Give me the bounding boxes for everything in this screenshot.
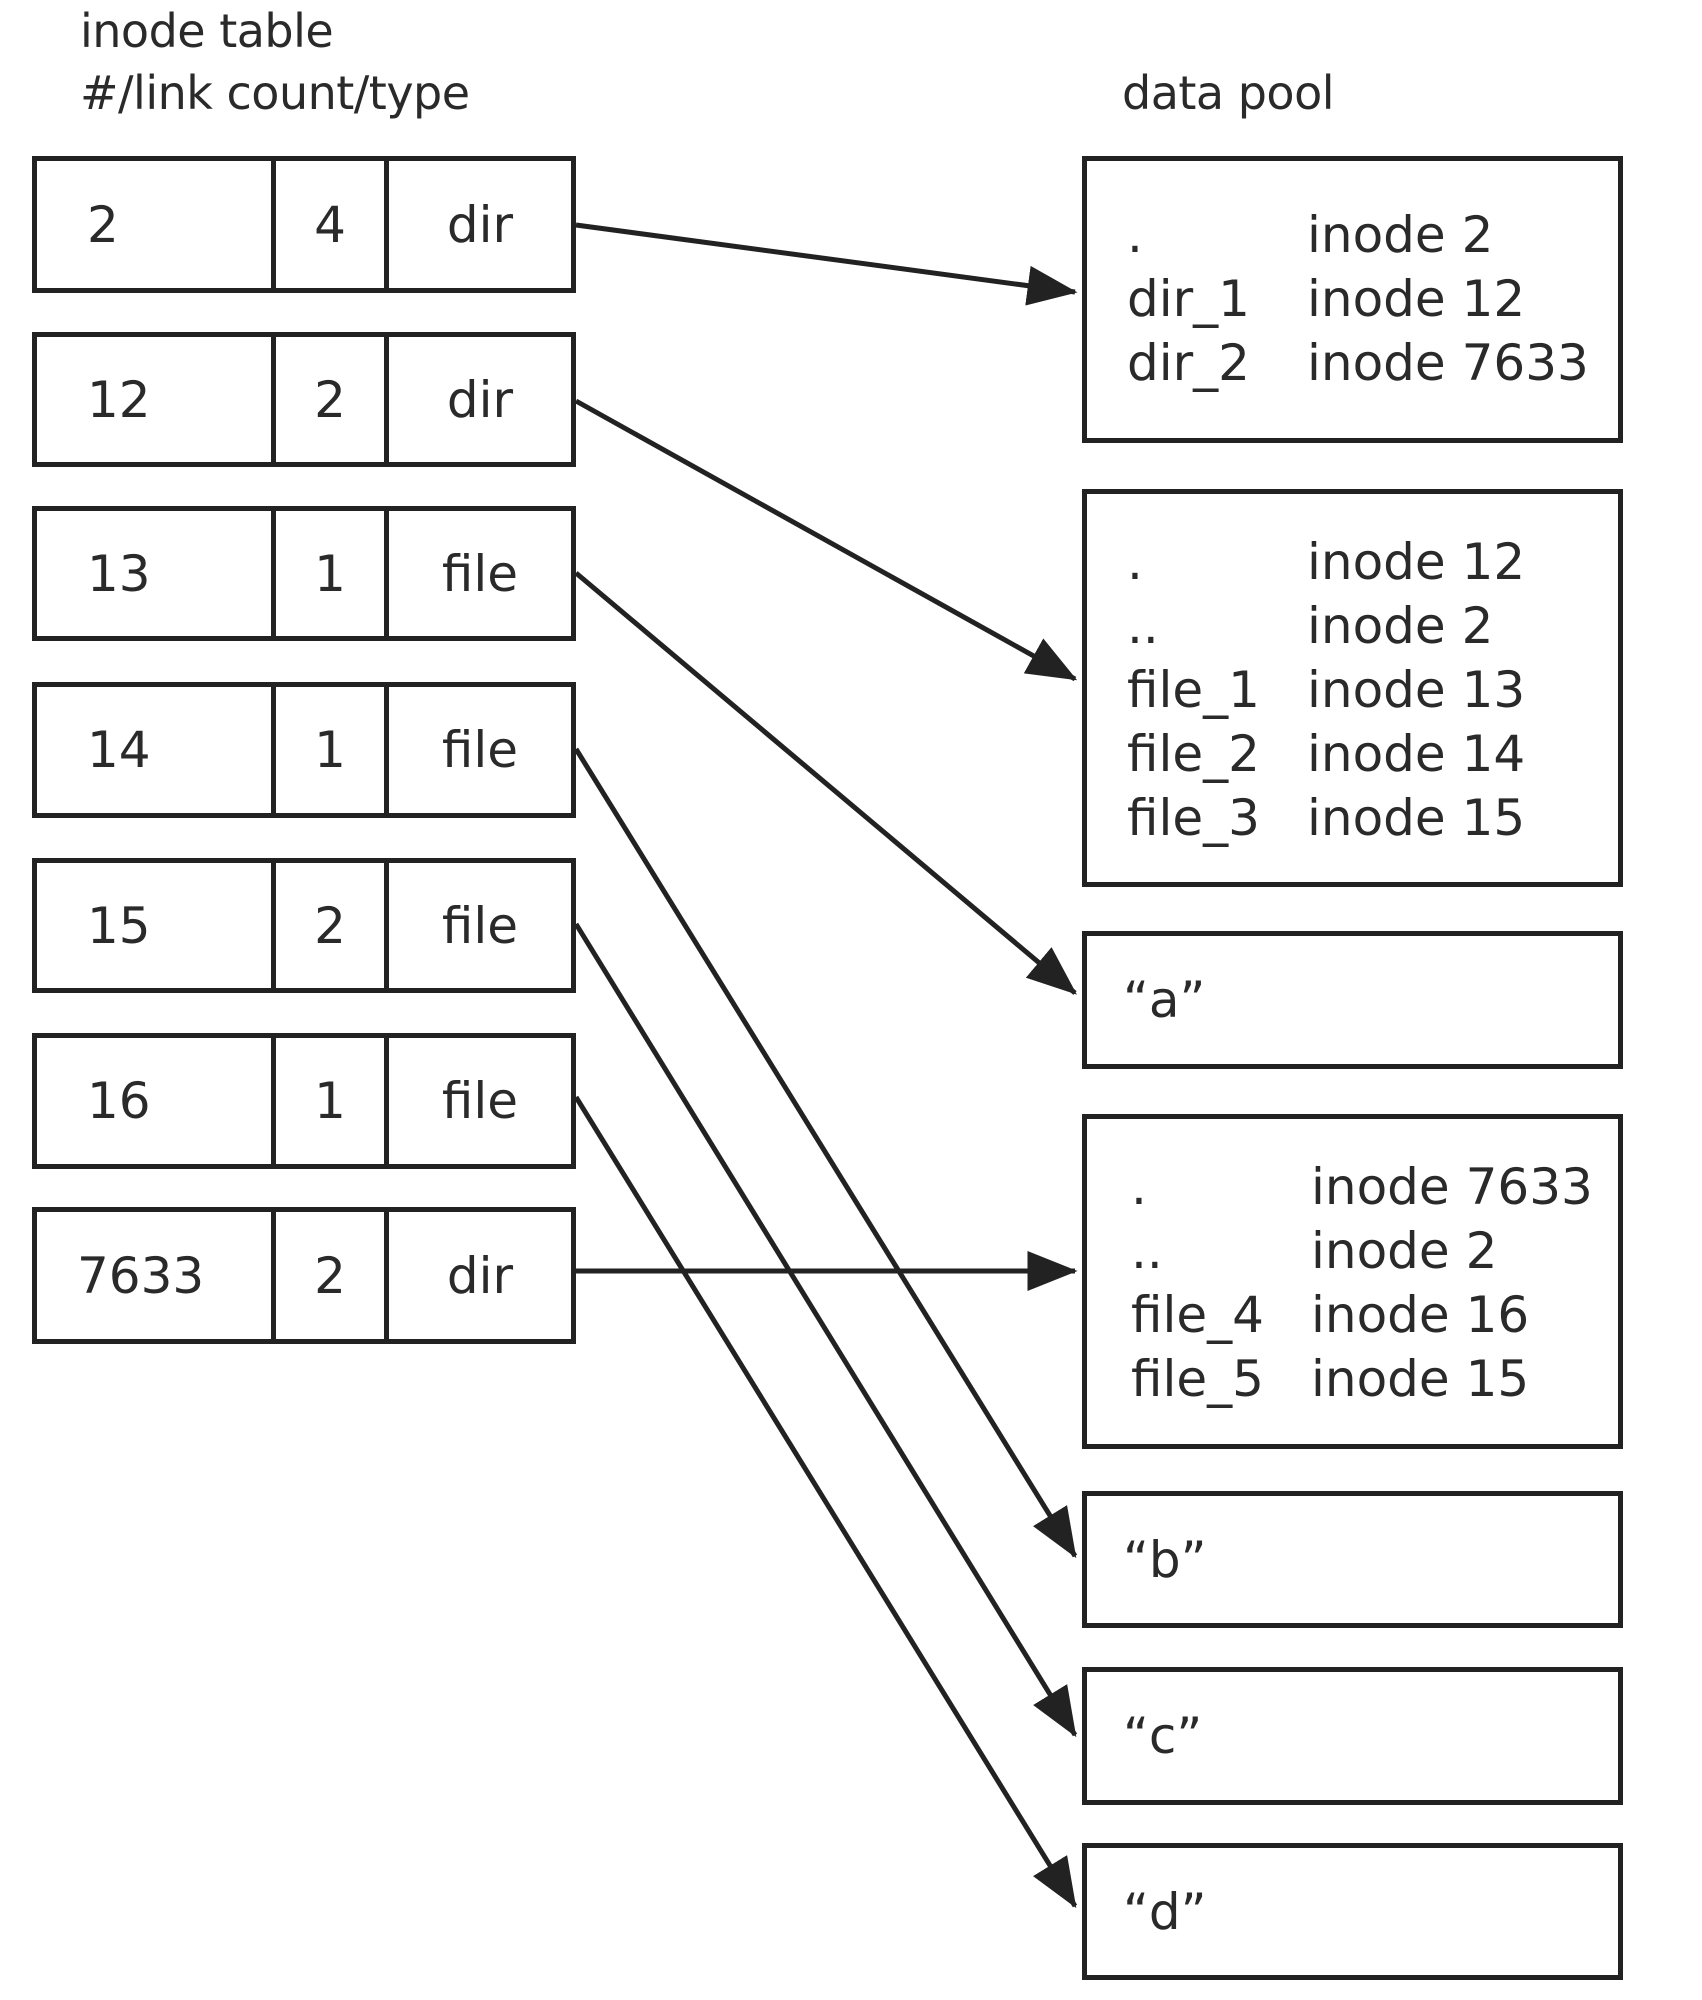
link-count: 1	[276, 511, 389, 636]
data-block-dir: . inode 12 .. inode 2 file_1 inode 13 file_…	[1082, 489, 1623, 887]
data-block-dir: . inode 7633 .. inode 2 file_4 inode 16 fil…	[1082, 1114, 1623, 1449]
link-arrow	[575, 222, 1078, 306]
data-block-file: “a”	[1082, 931, 1623, 1069]
entry-inode: inode 2	[1307, 597, 1494, 655]
link-count: 2	[276, 863, 389, 988]
entry-inode: inode 13	[1307, 661, 1526, 719]
entry-name: file_3	[1127, 789, 1260, 847]
inode-row: 12 2 dir	[32, 332, 576, 467]
entry-inode: inode 12	[1307, 533, 1526, 591]
entry-inode: inode 15	[1311, 1350, 1530, 1408]
entry-name: ..	[1131, 1222, 1163, 1280]
inode-type: dir	[446, 370, 514, 429]
link-arrow	[573, 922, 1078, 1738]
inode-row: 14 1 file	[32, 682, 576, 818]
entry-inode: inode 12	[1307, 270, 1526, 328]
inode-number: 13	[37, 511, 276, 636]
inode-number: 12	[37, 337, 276, 462]
link-count: 2	[276, 1212, 389, 1339]
entry-inode: inode 2	[1311, 1222, 1498, 1280]
file-content: “c”	[1123, 1707, 1203, 1765]
link-arrow	[574, 571, 1077, 995]
file-content: “d”	[1123, 1882, 1207, 1941]
entry-name: .	[1127, 206, 1143, 264]
link-count: 1	[276, 1038, 389, 1164]
entry-inode: inode 15	[1307, 789, 1526, 847]
entry-inode: inode 16	[1311, 1286, 1530, 1344]
link-count: 4	[276, 161, 389, 288]
entry-name: .	[1127, 533, 1143, 591]
inode-row: 15 2 file	[32, 858, 576, 993]
entry-inode: inode 7633	[1307, 334, 1589, 392]
inode-number: 14	[37, 687, 276, 813]
inode-row: 13 1 file	[32, 506, 576, 641]
inode-number: 2	[37, 161, 276, 288]
inode-number: 16	[37, 1038, 276, 1164]
inode-table-subtitle: #/link count/type	[80, 66, 470, 120]
link-arrow	[573, 747, 1078, 1559]
data-block-dir: . inode 2 dir_1 inode 12 dir_2 inode 7633	[1082, 156, 1623, 443]
inode-row: 16 1 file	[32, 1033, 576, 1169]
entry-inode: inode 2	[1307, 206, 1494, 264]
entry-name: file_5	[1131, 1350, 1264, 1408]
file-content: “a”	[1123, 971, 1206, 1029]
inode-row: 7633 2 dir	[32, 1207, 576, 1344]
inode-type: dir	[446, 1246, 514, 1305]
data-block-file: “d”	[1082, 1843, 1623, 1980]
inode-row: 2 4 dir	[32, 156, 576, 293]
dir-entries: . inode 2 dir_1 inode 12 dir_2 inode 7633	[1127, 203, 1589, 395]
entry-name: .	[1131, 1158, 1147, 1216]
link-count: 1	[276, 687, 389, 813]
inode-number: 7633	[37, 1212, 276, 1339]
entry-name: ..	[1127, 597, 1159, 655]
dir-entries: . inode 7633 .. inode 2 file_4 inode 16 fil…	[1131, 1155, 1593, 1411]
entry-name: file_1	[1127, 661, 1260, 719]
link-count: 2	[276, 337, 389, 462]
dir-entries: . inode 12 .. inode 2 file_1 inode 13 file_…	[1127, 530, 1525, 850]
link-arrow	[574, 398, 1078, 682]
inode-type: file	[441, 1072, 519, 1130]
inode-number: 15	[37, 863, 276, 988]
inode-type: file	[441, 544, 519, 603]
entry-name: dir_2	[1127, 334, 1250, 392]
entry-name: file_4	[1131, 1286, 1264, 1344]
entry-name: file_2	[1127, 725, 1260, 783]
entry-name: dir_1	[1127, 270, 1250, 328]
inode-type: dir	[446, 195, 514, 254]
entry-inode: inode 7633	[1311, 1158, 1593, 1216]
inode-table-title: inode table	[80, 4, 334, 58]
data-pool-title: data pool	[1122, 66, 1335, 120]
inode-type: file	[441, 721, 519, 779]
inode-type: file	[441, 896, 519, 955]
data-block-file: “b”	[1082, 1491, 1623, 1628]
file-content: “b”	[1123, 1530, 1207, 1589]
entry-inode: inode 14	[1307, 725, 1526, 783]
link-arrow	[573, 1095, 1078, 1909]
data-block-file: “c”	[1082, 1667, 1623, 1805]
